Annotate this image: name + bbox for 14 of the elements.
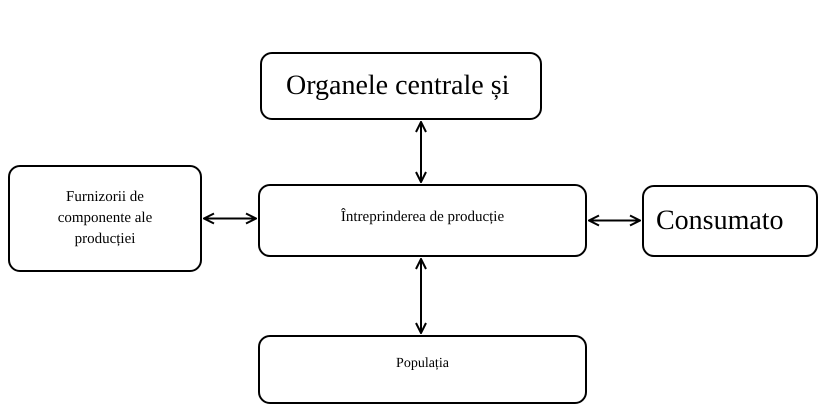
- box-label: Furnizorii de componente ale producției: [56, 188, 154, 249]
- double-arrow: [415, 121, 427, 183]
- box-label: Întreprinderea de producție: [340, 207, 504, 227]
- process-box: [258, 335, 587, 404]
- double-arrow: [415, 258, 427, 334]
- process-box: [260, 52, 542, 120]
- double-arrow: [203, 212, 257, 224]
- process-box: [8, 165, 202, 272]
- box-label: Organele centrale și: [286, 69, 510, 103]
- box-label: Populația: [396, 355, 449, 373]
- process-box: [642, 185, 818, 257]
- box-label: Consumato: [656, 204, 784, 238]
- process-box: [258, 184, 587, 257]
- double-arrow: [588, 214, 641, 226]
